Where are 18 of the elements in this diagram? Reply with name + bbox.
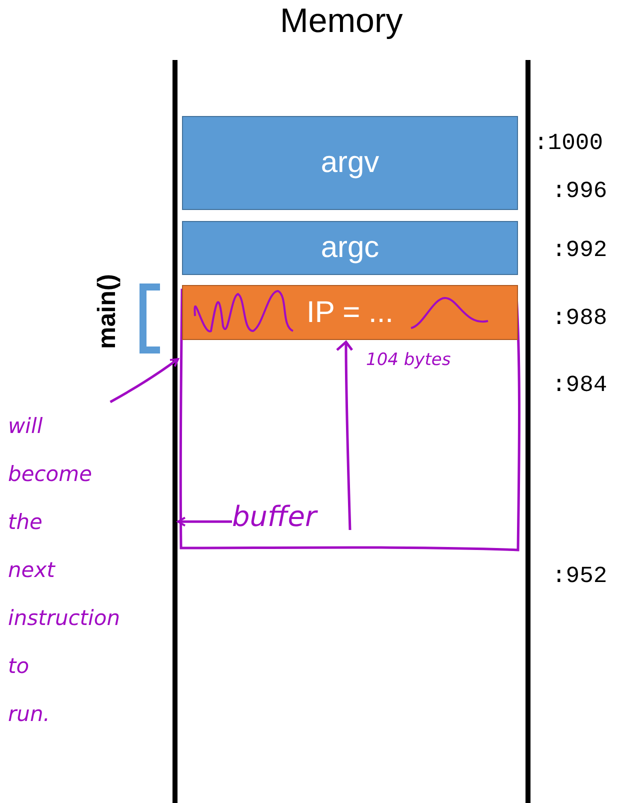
address-label: :996 [552,178,608,204]
annotation-text: will become the next instruction to run. [8,413,120,728]
address-label: :992 [552,237,608,263]
function-label: main() [93,274,122,349]
block-label: argv [320,146,380,180]
memory-block [182,221,518,275]
memory-block [182,116,518,210]
address-label: :984 [552,372,608,398]
annotation-text: buffer [232,499,316,535]
arrow [177,516,232,527]
address-label: :1000 [534,130,604,156]
diagram-title: Memory [280,2,403,41]
arrow [110,358,179,404]
block-label: argc [320,231,380,265]
block-label: IP = ... [306,296,394,330]
address-label: :988 [552,305,608,331]
annotation-text: 104 bytes [366,350,451,370]
address-label: :952 [552,563,608,589]
